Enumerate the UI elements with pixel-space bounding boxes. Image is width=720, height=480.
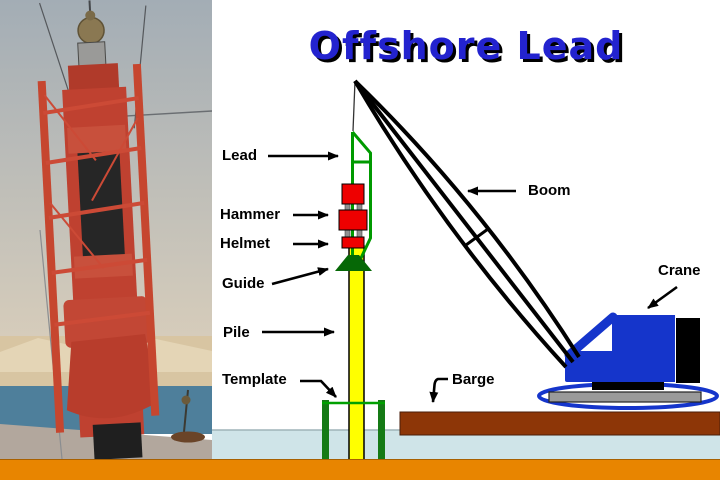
barge-arrow xyxy=(429,377,448,403)
crane-counterweight xyxy=(676,318,700,383)
label-hammer: Hammer xyxy=(220,206,281,223)
photo-graphic xyxy=(0,0,213,460)
hammer-assembly xyxy=(335,183,372,271)
label-helmet: Helmet xyxy=(220,235,271,252)
label-lead: Lead xyxy=(222,147,258,164)
photo-pile-black xyxy=(92,422,143,460)
footer-bar xyxy=(0,459,720,480)
photo-moored-boat xyxy=(171,389,205,443)
guide-funnel xyxy=(335,255,372,271)
photo-lead-machine xyxy=(37,0,160,460)
label-boom: Boom xyxy=(528,182,571,199)
pile-graphic xyxy=(348,245,365,464)
photo-collar xyxy=(63,296,150,348)
hammer-ram-block xyxy=(338,209,368,231)
slide-title: Offshore Lead xyxy=(308,24,624,68)
photo-clamp-upper xyxy=(67,124,127,154)
crane-platform xyxy=(548,391,702,403)
template-graphic xyxy=(322,400,385,470)
crane-cab-block xyxy=(612,315,675,382)
label-pile: Pile xyxy=(223,324,250,341)
label-guide: Guide xyxy=(222,275,265,292)
template-arrow xyxy=(300,379,337,398)
crane-base-strip xyxy=(592,380,664,390)
label-template: Template xyxy=(222,371,287,388)
guide-arrow xyxy=(271,267,329,286)
hammer-top-block xyxy=(341,183,365,205)
photo-lattice-frame xyxy=(37,63,160,433)
label-arrows xyxy=(262,151,678,403)
crane-gantry xyxy=(564,312,618,360)
label-crane: Crane xyxy=(658,262,701,279)
crane-arrow xyxy=(647,285,678,310)
barge-deck xyxy=(399,411,720,436)
photo-machine-head xyxy=(67,63,120,96)
crane-cable xyxy=(352,80,356,132)
photo-bell-skirt xyxy=(66,334,159,419)
helmet-block xyxy=(341,236,365,249)
photo-offshore-lead xyxy=(0,0,213,460)
crane-graphic xyxy=(537,312,719,410)
boom-lines xyxy=(353,79,581,369)
label-barge: Barge xyxy=(452,371,495,388)
